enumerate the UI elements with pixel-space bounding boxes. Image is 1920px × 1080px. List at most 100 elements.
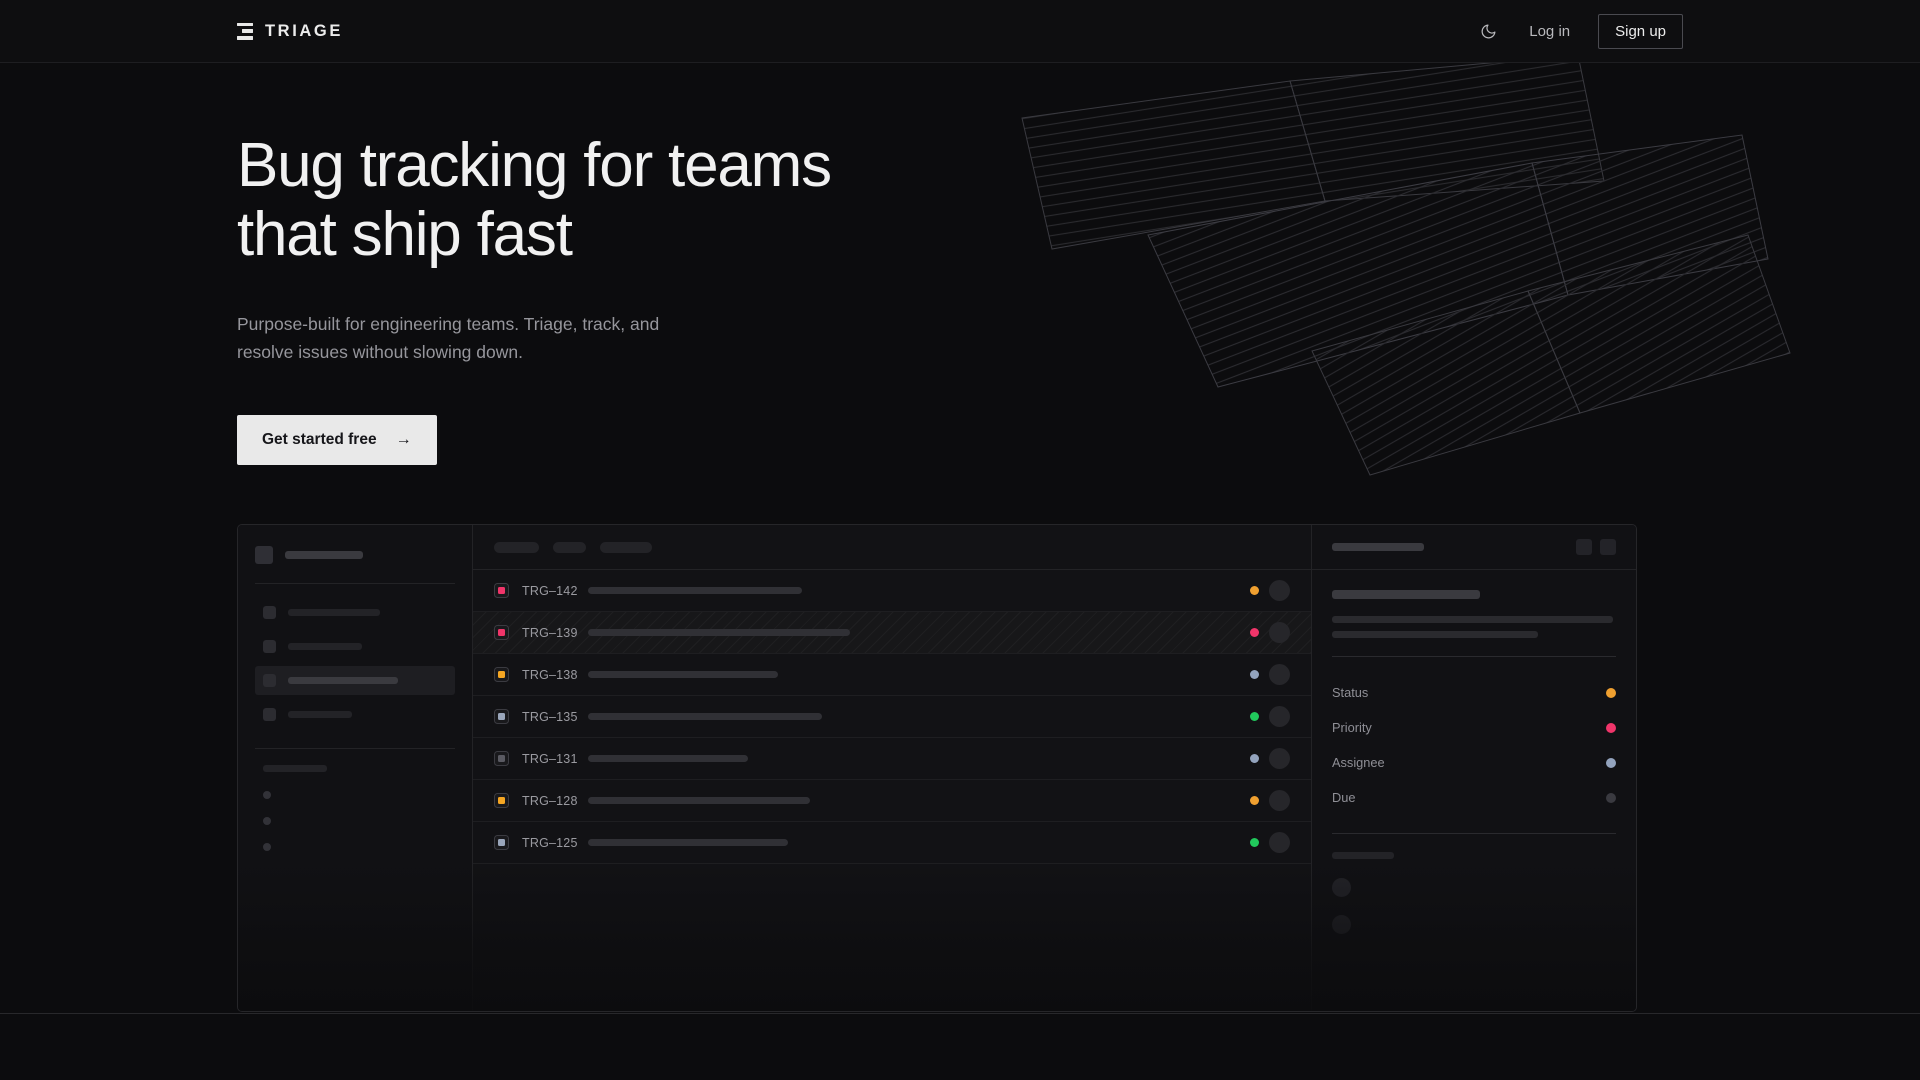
filter-pill-2[interactable] (553, 541, 586, 553)
table-row[interactable]: TRG–131 (473, 738, 1311, 780)
sidebar-item-2[interactable] (255, 632, 455, 661)
issue-id: TRG–142 (522, 583, 578, 598)
issue-list-toolbar (473, 525, 1311, 570)
avatar[interactable] (1269, 832, 1290, 853)
login-link[interactable]: Log in (1529, 22, 1571, 40)
detail-field-assignee[interactable]: Assignee (1332, 745, 1616, 780)
mock-sidebar-sublist (255, 782, 455, 860)
sidebar-subitem-dot (263, 817, 271, 825)
top-navbar: TRIAGE Log in Sign up (0, 0, 1920, 63)
row-meta (1250, 580, 1290, 601)
brand-name: TRIAGE (265, 21, 343, 40)
detail-header (1312, 525, 1636, 570)
table-row[interactable]: TRG–139 (473, 612, 1311, 654)
sidebar-subitem-dot (263, 843, 271, 851)
detail-field-value (1606, 757, 1616, 768)
detail-field-label: Assignee (1332, 755, 1385, 770)
sidebar-subitem-3[interactable] (255, 834, 455, 860)
avatar[interactable] (1269, 664, 1290, 685)
avatar (1332, 915, 1351, 934)
desc-line-2 (1332, 631, 1538, 638)
status-badge[interactable] (1250, 628, 1259, 637)
status-badge[interactable] (1250, 670, 1259, 679)
avatar[interactable] (1269, 748, 1290, 769)
detail-action-1-button[interactable] (1576, 539, 1592, 555)
sidebar-item-1[interactable] (255, 598, 455, 627)
sidebar-divider-bottom (255, 748, 455, 749)
priority-chip[interactable] (494, 835, 509, 850)
priority-chip[interactable] (494, 625, 509, 640)
sidebar-item-icon (263, 606, 276, 619)
status-badge[interactable] (1250, 712, 1259, 721)
sidebar-subitem-1[interactable] (255, 782, 455, 808)
hero-title-line-2: that ship fast (237, 200, 573, 270)
page-title: Bug tracking for teams that ship fast (237, 131, 997, 270)
detail-field-due[interactable]: Due (1332, 780, 1616, 815)
sidebar-item-3[interactable] (255, 666, 455, 695)
table-row[interactable]: TRG–128 (473, 780, 1311, 822)
row-meta (1250, 790, 1290, 811)
navbar-actions: Log in Sign up (1475, 13, 1683, 49)
table-row[interactable]: TRG–125 (473, 822, 1311, 864)
mock-workspace-switcher[interactable] (255, 541, 455, 564)
priority-chip[interactable] (494, 709, 509, 724)
table-row[interactable]: TRG–135 (473, 696, 1311, 738)
moon-icon[interactable] (1475, 18, 1501, 44)
sidebar-item-icon (263, 708, 276, 721)
detail-field-value (1606, 687, 1616, 698)
comment-item-1[interactable] (1332, 869, 1616, 906)
navbar-inner: TRIAGE Log in Sign up (0, 13, 1920, 49)
row-meta (1250, 748, 1290, 769)
issue-title-placeholder (588, 755, 748, 762)
issue-id: TRG–139 (522, 625, 578, 640)
filter-pill-3[interactable] (600, 541, 652, 553)
status-badge[interactable] (1250, 754, 1259, 763)
table-row[interactable]: TRG–138 (473, 654, 1311, 696)
avatar (1332, 878, 1351, 897)
brand-logo[interactable]: TRIAGE (237, 22, 343, 41)
signup-button[interactable]: Sign up (1598, 13, 1683, 49)
status-badge[interactable] (1250, 838, 1259, 847)
avatar[interactable] (1269, 622, 1290, 643)
issue-title-placeholder (588, 797, 810, 804)
status-badge[interactable] (1250, 796, 1259, 805)
table-row[interactable]: TRG–142 (473, 570, 1311, 612)
get-started-button[interactable]: Get started free → (237, 414, 437, 465)
comments-label-placeholder (1332, 852, 1394, 859)
sidebar-item-icon (263, 640, 276, 653)
mock-sidebar-nav (255, 598, 455, 729)
avatar[interactable] (1269, 706, 1290, 727)
priority-chip[interactable] (494, 751, 509, 766)
sidebar-subitem-2[interactable] (255, 808, 455, 834)
avatar[interactable] (1269, 580, 1290, 601)
priority-chip[interactable] (494, 793, 509, 808)
comment-item-2[interactable] (1332, 906, 1616, 943)
priority-chip[interactable] (494, 667, 509, 682)
detail-field-status[interactable]: Status (1332, 675, 1616, 710)
detail-action-2-button[interactable] (1600, 539, 1616, 555)
status-badge[interactable] (1250, 586, 1259, 595)
detail-field-label: Priority (1332, 720, 1372, 735)
hero-section: Bug tracking for teams that ship fast Pu… (0, 63, 1920, 465)
workspace-avatar (255, 546, 273, 564)
issue-id: TRG–135 (522, 709, 578, 724)
section-label-placeholder (263, 765, 327, 772)
cta-label: Get started free (262, 430, 377, 448)
sidebar-item-label (288, 711, 352, 718)
detail-field-value (1606, 792, 1616, 803)
priority-chip[interactable] (494, 583, 509, 598)
issue-title-placeholder (588, 713, 822, 720)
detail-field-label: Status (1332, 685, 1369, 700)
avatar[interactable] (1269, 790, 1290, 811)
issue-id: TRG–138 (522, 667, 578, 682)
filter-pill-1[interactable] (494, 541, 539, 553)
row-meta (1250, 664, 1290, 685)
row-meta (1250, 622, 1290, 643)
detail-field-priority[interactable]: Priority (1332, 710, 1616, 745)
sidebar-section-label (255, 763, 455, 782)
mock-sidebar (238, 525, 473, 1011)
sidebar-item-4[interactable] (255, 700, 455, 729)
